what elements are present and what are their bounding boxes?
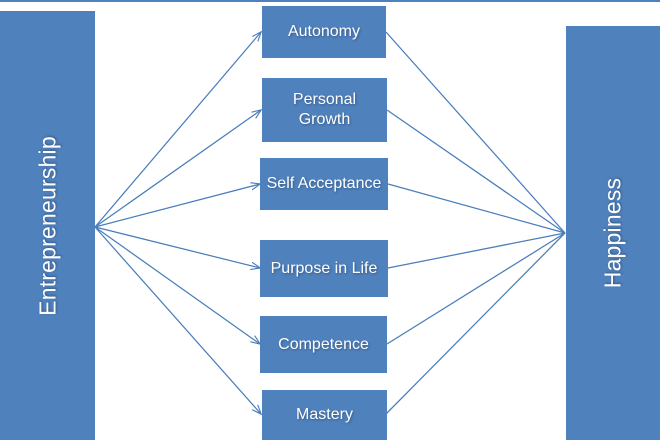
edges-predictor-to-mediators: [94, 32, 261, 414]
node-competence[interactable]: Competence: [260, 316, 387, 373]
edge-entrepreneurship-personal-growth: [94, 110, 261, 228]
top-divider-rule: [0, 0, 660, 2]
edge-autonomy-happiness: [385, 31, 566, 234]
edge-entrepreneurship-mastery: [94, 226, 261, 414]
node-autonomy[interactable]: Autonomy: [262, 6, 386, 58]
edge-purpose-in-life-happiness: [387, 232, 566, 269]
node-personal-growth-label: Personal Growth: [292, 91, 357, 128]
node-entrepreneurship[interactable]: Entrepreneurship: [0, 11, 95, 440]
node-competence-label: Competence: [278, 335, 369, 353]
edges-mediators-to-outcome: [385, 31, 566, 415]
node-personal-growth[interactable]: Personal Growth: [262, 78, 387, 142]
edge-entrepreneurship-purpose-in-life: [94, 226, 260, 268]
node-happiness-label: Happiness: [599, 177, 626, 289]
edge-entrepreneurship-competence: [94, 226, 260, 344]
node-happiness[interactable]: Happiness: [566, 26, 660, 440]
node-self-acceptance-label: Self Acceptance: [266, 175, 382, 193]
node-mastery-label: Mastery: [296, 406, 353, 424]
edge-mastery-happiness: [385, 232, 566, 415]
node-purpose-in-life[interactable]: Purpose in Life: [260, 240, 388, 297]
node-mastery[interactable]: Mastery: [262, 390, 387, 440]
edge-entrepreneurship-self-acceptance: [94, 184, 260, 228]
node-autonomy-label: Autonomy: [287, 23, 361, 41]
node-entrepreneurship-label: Entrepreneurship: [34, 135, 60, 316]
edge-personal-growth-happiness: [386, 109, 566, 234]
edge-self-acceptance-happiness: [387, 183, 566, 234]
node-purpose-in-life-label: Purpose in Life: [270, 259, 378, 277]
edge-entrepreneurship-autonomy: [94, 32, 261, 228]
node-self-acceptance[interactable]: Self Acceptance: [260, 158, 388, 210]
edge-competence-happiness: [386, 232, 566, 345]
